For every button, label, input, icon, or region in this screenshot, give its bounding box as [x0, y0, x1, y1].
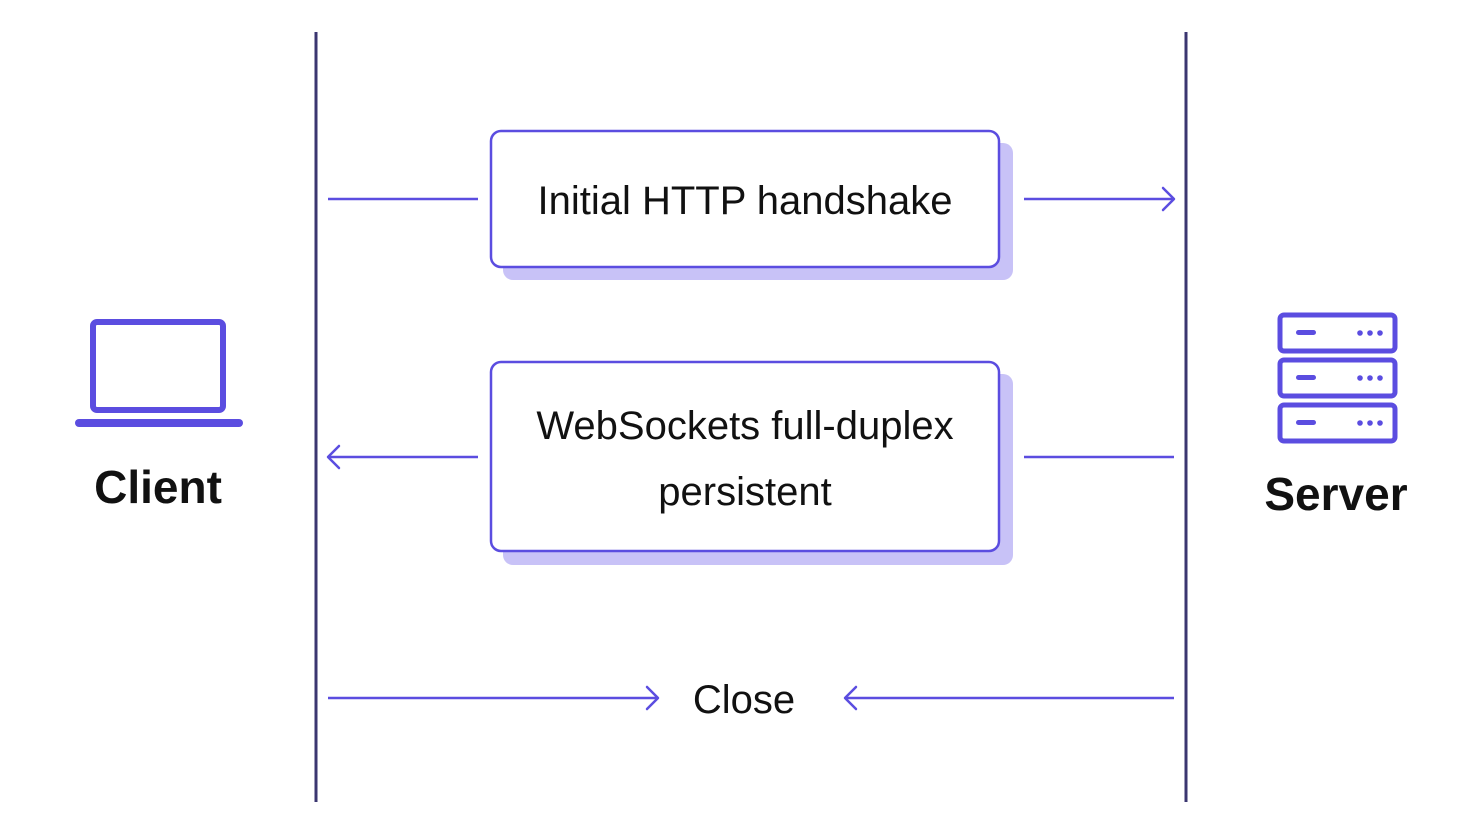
close-message: Close	[328, 678, 1174, 722]
full-duplex-label-line-1: WebSockets full-duplex	[536, 404, 953, 448]
handshake-label: Initial HTTP handshake	[537, 179, 952, 223]
server-rack-icon	[1277, 312, 1398, 444]
full-duplex-box	[489, 360, 1001, 553]
client-actor: Client	[75, 319, 243, 513]
handshake-box	[489, 129, 1001, 269]
handshake-message: Initial HTTP handshake	[328, 129, 1176, 280]
laptop-icon	[75, 319, 243, 427]
full-duplex-label-line-2: persistent	[658, 470, 831, 514]
close-label: Close	[693, 678, 795, 722]
full-duplex-message: WebSockets full-duplex persistent	[326, 360, 1174, 565]
server-actor: Server	[1264, 312, 1408, 520]
server-label: Server	[1264, 468, 1407, 520]
close-arrowhead-from-client	[645, 685, 660, 711]
full-duplex-arrowhead-left	[326, 444, 341, 470]
handshake-arrowhead-right	[1161, 186, 1176, 212]
client-label: Client	[94, 461, 222, 513]
close-arrowhead-from-server	[843, 685, 858, 711]
